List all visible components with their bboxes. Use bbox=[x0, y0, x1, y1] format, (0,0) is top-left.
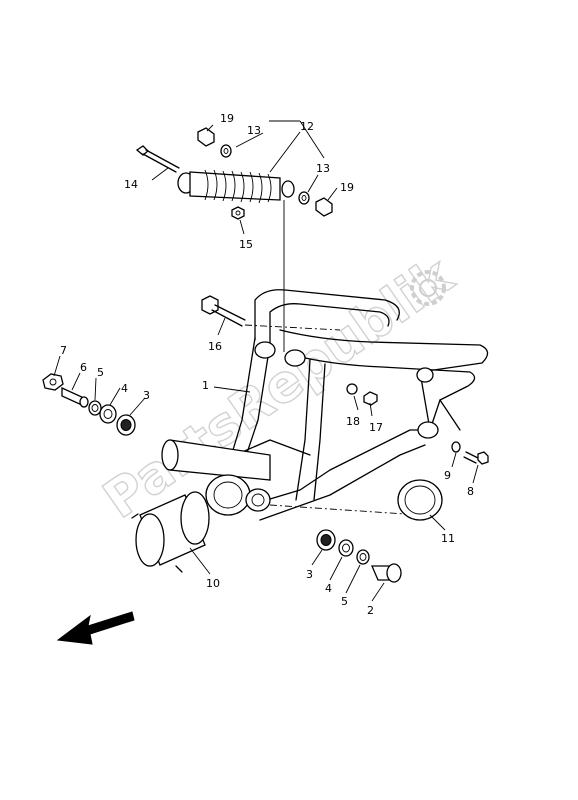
label-19-right: 19 bbox=[340, 181, 354, 194]
label-5-left: 5 bbox=[97, 366, 104, 379]
washer-9 bbox=[451, 441, 461, 453]
bushing-19-right bbox=[315, 197, 333, 217]
label-16: 16 bbox=[208, 340, 222, 353]
cover-10 bbox=[131, 491, 210, 573]
washer-4-right bbox=[338, 539, 354, 557]
bearing-3-right bbox=[316, 529, 336, 551]
label-9: 9 bbox=[444, 469, 451, 482]
label-8: 8 bbox=[467, 485, 474, 498]
rear-shock-absorber bbox=[177, 169, 295, 204]
label-1: 1 bbox=[202, 379, 209, 392]
label-10: 10 bbox=[206, 577, 220, 590]
label-11: 11 bbox=[441, 532, 455, 545]
label-3-right: 3 bbox=[306, 568, 313, 581]
arrow-front-icon bbox=[56, 611, 135, 645]
nut-7 bbox=[42, 373, 64, 391]
leaders-top bbox=[151, 120, 338, 352]
label-5-right: 5 bbox=[341, 595, 348, 608]
gear-icon bbox=[410, 270, 446, 306]
label-4-left: 4 bbox=[121, 382, 128, 395]
bearing-3-left bbox=[116, 414, 136, 436]
label-7: 7 bbox=[60, 344, 67, 357]
label-12: 12 bbox=[300, 120, 314, 133]
label-17: 17 bbox=[369, 421, 383, 434]
seal-5-right bbox=[356, 549, 370, 565]
shaft-2 bbox=[371, 563, 402, 583]
bolt-14 bbox=[135, 145, 180, 173]
label-19-top: 19 bbox=[220, 112, 234, 125]
bolt-16 bbox=[201, 295, 246, 327]
label-15: 15 bbox=[239, 238, 253, 251]
nut-17 bbox=[363, 391, 378, 406]
pivot-axis bbox=[269, 504, 421, 516]
leaders bbox=[53, 317, 479, 602]
bushing-19-top bbox=[197, 127, 215, 147]
label-3-left: 3 bbox=[143, 389, 150, 402]
seal-5-left bbox=[88, 400, 102, 416]
callout-labels: 19 13 12 13 19 14 15 16 7 6 5 4 3 1 18 1… bbox=[60, 112, 474, 617]
bolt-axis-16 bbox=[244, 324, 341, 331]
label-13-right: 13 bbox=[316, 162, 330, 175]
label-6: 6 bbox=[80, 361, 87, 374]
washer-13-right bbox=[298, 191, 310, 205]
collar-6 bbox=[61, 386, 89, 408]
label-13-top: 13 bbox=[247, 124, 261, 137]
washer-18 bbox=[346, 383, 358, 395]
nut-15 bbox=[231, 206, 245, 220]
label-2: 2 bbox=[367, 604, 374, 617]
label-18: 18 bbox=[346, 415, 360, 428]
cap-11 bbox=[397, 479, 443, 521]
label-4-right: 4 bbox=[325, 582, 332, 595]
bolt-8 bbox=[463, 451, 489, 465]
swing-arm-frame bbox=[161, 289, 489, 521]
washer-13-top bbox=[220, 144, 232, 158]
washer-4-left bbox=[99, 404, 117, 424]
label-14: 14 bbox=[124, 178, 138, 191]
